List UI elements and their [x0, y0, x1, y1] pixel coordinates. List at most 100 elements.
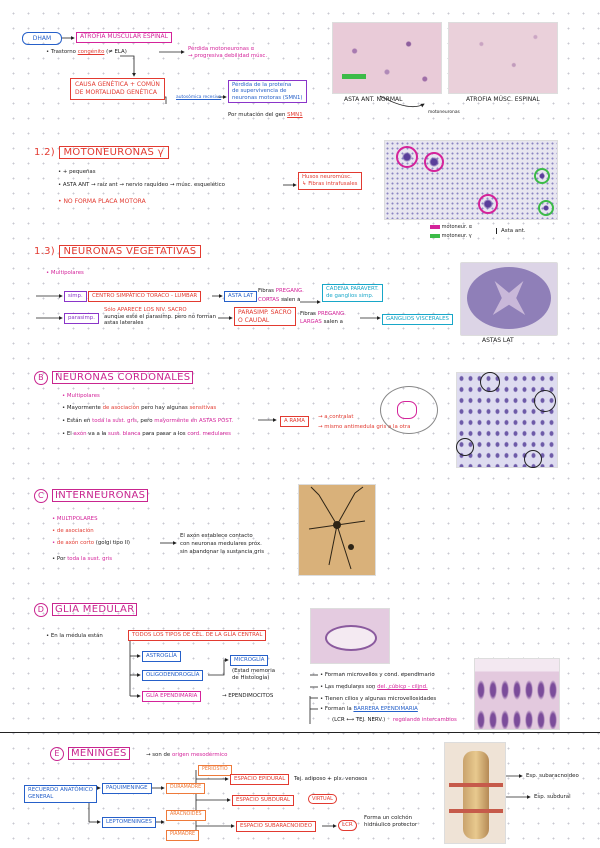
oligo-box: OLIGODENDROGLÍA: [142, 670, 204, 681]
section-divider: [0, 732, 600, 733]
husos-label: Husos neuromúsc.: [302, 174, 352, 180]
nota-text: (Estad memoria de Histología): [232, 668, 275, 682]
sB-b2-sens: sensitivas: [189, 405, 217, 411]
motoneuronas-caption: motoneuronas: [428, 110, 460, 115]
sB-b3-pre: • Están en: [62, 418, 91, 424]
ame-title: ATROFIA MUSCULAR ESPINAL: [80, 33, 168, 40]
legend-alpha-label: motoneur. α: [441, 224, 473, 230]
lcr-note: Forma un colchón hidráulico protector: [364, 815, 417, 829]
subaracnoideo-box: ESPACIO SUBARACNOIDEO: [236, 821, 316, 832]
largas-label: LARGAS: [300, 319, 322, 325]
sB-bullet-3: • Están en toda la sust. gris, pero mayo…: [62, 418, 233, 425]
ependimocitos-image: [474, 658, 560, 730]
sB-b4-sust: sust. blanca: [108, 431, 141, 437]
micro-label: MICROGLÍA: [234, 657, 265, 663]
sB-b4-mid: va a la: [88, 431, 107, 437]
meninges-nerve-1: [449, 783, 503, 787]
sC-bullet-1: • MULTIPOLARES: [52, 516, 98, 522]
solo-line-2: aunque esté el parasimp. pero no forman: [104, 313, 217, 320]
canal-ependimario: [325, 625, 377, 651]
leptomeninges-box: LEPTOMENINGES: [102, 817, 156, 828]
asta-normal-marker: [342, 74, 366, 79]
prega-label-2: PREGANG.: [317, 311, 346, 317]
lcr-note-2: hidráulico protector: [364, 822, 418, 828]
epidural-label: ESPACIO EPIDURAL: [234, 776, 286, 782]
s12-path: → raíz ant → nervio raquídeo →: [91, 182, 175, 188]
mutacion-line: Por mutación del gen SMN1: [228, 112, 303, 119]
causa-line-1: CAUSA GENÉTICA + COMÚN: [75, 81, 160, 88]
s12-musc: músc. esquelético: [176, 182, 225, 188]
diagram-gray-matter: [397, 401, 417, 419]
cadena-line-2: de ganglios simp.: [326, 293, 374, 299]
asta-normal-caption: ASTA ANT. NORMAL: [344, 96, 403, 103]
cord-circle-2: [534, 390, 556, 412]
simp-label: simp.: [68, 293, 83, 299]
s13-num: 1.3): [34, 246, 56, 257]
salen-label-2: salen a: [323, 319, 343, 325]
parasacro-line-1: PARASIMP. SACRO: [238, 309, 292, 316]
perdida-line-2: → progresiva debilidad músc.: [188, 53, 268, 59]
s12-bullet-1: • + pequeñas: [58, 169, 96, 175]
sB-bullet-4: • El axón va a la sust. blanca para pasa…: [62, 431, 231, 438]
sC-bullet-2: • de asociación: [52, 528, 94, 534]
sB-b2-pre: • Mayormente: [62, 405, 101, 411]
meninges-cord: [463, 751, 489, 839]
s12-num: 1.2): [34, 147, 56, 158]
astroglia-label: ASTROGLÍA: [146, 653, 177, 659]
s13-title: NEURONAS VEGETATIVAS: [58, 245, 202, 258]
cordonales-image: [456, 372, 558, 468]
s12-asta-ant: • ASTA ANT: [58, 182, 90, 188]
gamma-circle-1: [534, 168, 550, 184]
sB-b4-post: para pasar a los: [142, 431, 186, 437]
causa-box: CAUSA GENÉTICA + COMÚN DE MORTALIDAD GEN…: [70, 78, 165, 100]
cortas-label: CORTAS: [258, 297, 280, 303]
subaracnoideo-label: ESPACIO SUBARACNOIDEO: [240, 823, 312, 829]
s12-title: MOTONEURONAS γ: [58, 146, 169, 159]
legend-gamma-label: motoneur. γ: [441, 233, 472, 239]
cord-circle-3: [456, 438, 474, 456]
s13-heading: 1.3) NEURONAS VEGETATIVAS: [34, 245, 202, 258]
sD-e5: (LCR ⟷ TEJ. NERV.): [332, 717, 386, 723]
cortas-line: CORTAS salen a: [258, 297, 300, 304]
sB-b4-cord: cord. medulares: [187, 431, 231, 437]
sB-b2-post: pero hay algunas: [141, 405, 188, 411]
todos-label: TODOS LOS TIPOS DE CÉL. DE LA GLÍA CENTR…: [132, 632, 263, 638]
autosomica-label: autosómica recesiva: [176, 95, 222, 100]
husos-box: Husos neuromúsc. ↳ Fibras intrafusales: [298, 172, 362, 190]
cord-circle-1: [480, 372, 500, 392]
sD-note-4: • Forman la BARRERA EPENDIMARIA: [320, 706, 418, 713]
sB-b4-axon: axón: [73, 431, 87, 437]
perdida-line-1: Pérdida motoneuronas α: [188, 46, 255, 52]
proteina-line-3: neuronas motoras (SMN1): [232, 94, 303, 101]
cordonales-diagram: [380, 386, 438, 434]
trastorno-line: • Trastorno congénito (≠ ELA): [46, 49, 127, 56]
simp-box: simp.: [64, 291, 87, 302]
sD-bullet: • En la médula están: [46, 633, 103, 639]
sD-e4-pre: • Forman la: [320, 706, 352, 712]
perdida-text: Pérdida motoneuronas α → progresiva debi…: [188, 46, 267, 60]
ame-title-box: ATROFIA MUSCULAR ESPINAL: [76, 32, 172, 43]
meninges-nerve-2: [449, 809, 503, 813]
meninges-image: [444, 742, 506, 844]
sB-b3-may: mayormente en ASTAS POST.: [154, 418, 234, 424]
sC-comment: El axón establece contacto con neuronas …: [180, 532, 264, 556]
sC-comment-1: El axón establece contacto: [180, 533, 253, 539]
asta-normal-image: [332, 22, 442, 94]
recuerdo-box: RECUERDO ANATÓMICO GENERAL: [24, 785, 97, 803]
asta-ant-caption: Asta ant.: [496, 228, 526, 234]
no-placa-label: • NO FORMA PLACA MOTORA: [58, 198, 146, 205]
recuerdo-line-2: GENERAL: [28, 794, 54, 800]
gamma-circle-2: [538, 200, 554, 216]
todos-box: TODOS LOS TIPOS DE CÉL. DE LA GLÍA CENTR…: [128, 630, 267, 641]
epidural-box: ESPACIO EPIDURAL: [230, 774, 290, 785]
recuerdo-line-1: RECUERDO ANATÓMICO: [28, 787, 93, 793]
sC-b4-toda: toda la sust. gris: [67, 556, 113, 562]
lcr-badge: LCR: [338, 820, 357, 831]
a-rama-label: A RAMA: [284, 418, 305, 424]
mutacion-label: Por mutación del gen: [228, 112, 286, 118]
ganglios-label: GANGLIOS VISCERALES: [386, 316, 449, 322]
legend-gamma: motoneur. γ: [430, 233, 472, 239]
interneuronas-image: [298, 484, 376, 576]
nota-line-1: (Estad memoria: [232, 668, 276, 674]
